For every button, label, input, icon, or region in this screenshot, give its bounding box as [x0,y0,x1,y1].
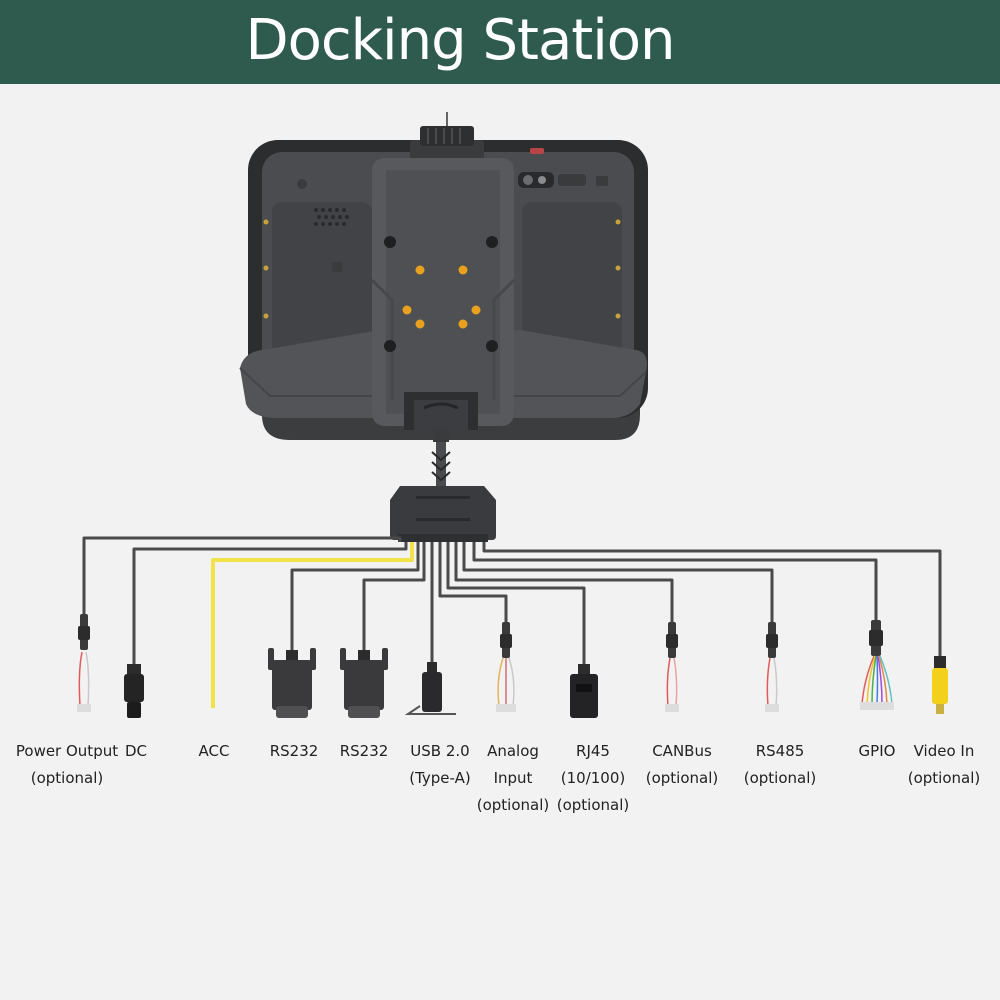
port-label-rs232-2: RS232 [339,742,389,760]
db9-connector-icon [340,648,388,718]
port-label-acc: ACC [198,742,230,760]
pogo-pins [402,265,481,329]
header-banner: Docking Station [0,0,1000,84]
port-label-dc: DC [124,742,148,760]
db9-connector-icon [268,648,316,718]
port-label-usb: USB 2.0(Type-A) [409,742,471,787]
cable-lines [82,536,942,708]
usb-a-connector-icon [404,662,456,715]
speaker-grille [314,208,349,226]
port-label-rj45: RJ45(10/100)(optional) [556,742,630,814]
main-cable [431,428,451,492]
page-title: Docking Station [245,8,675,73]
bare-wire-connector-icon [496,622,516,712]
rca-connector-icon [932,656,948,714]
port-label-gpio: GPIO [858,742,896,760]
bare-wire-connector-icon [665,622,679,712]
multi-wire-connector-icon [860,620,894,710]
bare-wire-connector-icon [765,622,779,712]
port-label-rs232-1: RS232 [269,742,319,760]
port-label-canbus: CANBus(optional) [645,742,719,787]
rj45-connector-icon [570,664,598,718]
tablet-device [239,112,648,440]
mount-holes [384,236,498,352]
dc-barrel-plug-icon [124,664,144,718]
port-label-video-in: Video In(optional) [907,742,981,787]
bare-wire-connector-icon [77,614,91,712]
port-label-rs485: RS485(optional) [743,742,817,787]
cable-splitter [390,486,496,542]
port-label-power-output: Power Output(optional) [15,742,119,787]
camera-icon [518,148,608,188]
